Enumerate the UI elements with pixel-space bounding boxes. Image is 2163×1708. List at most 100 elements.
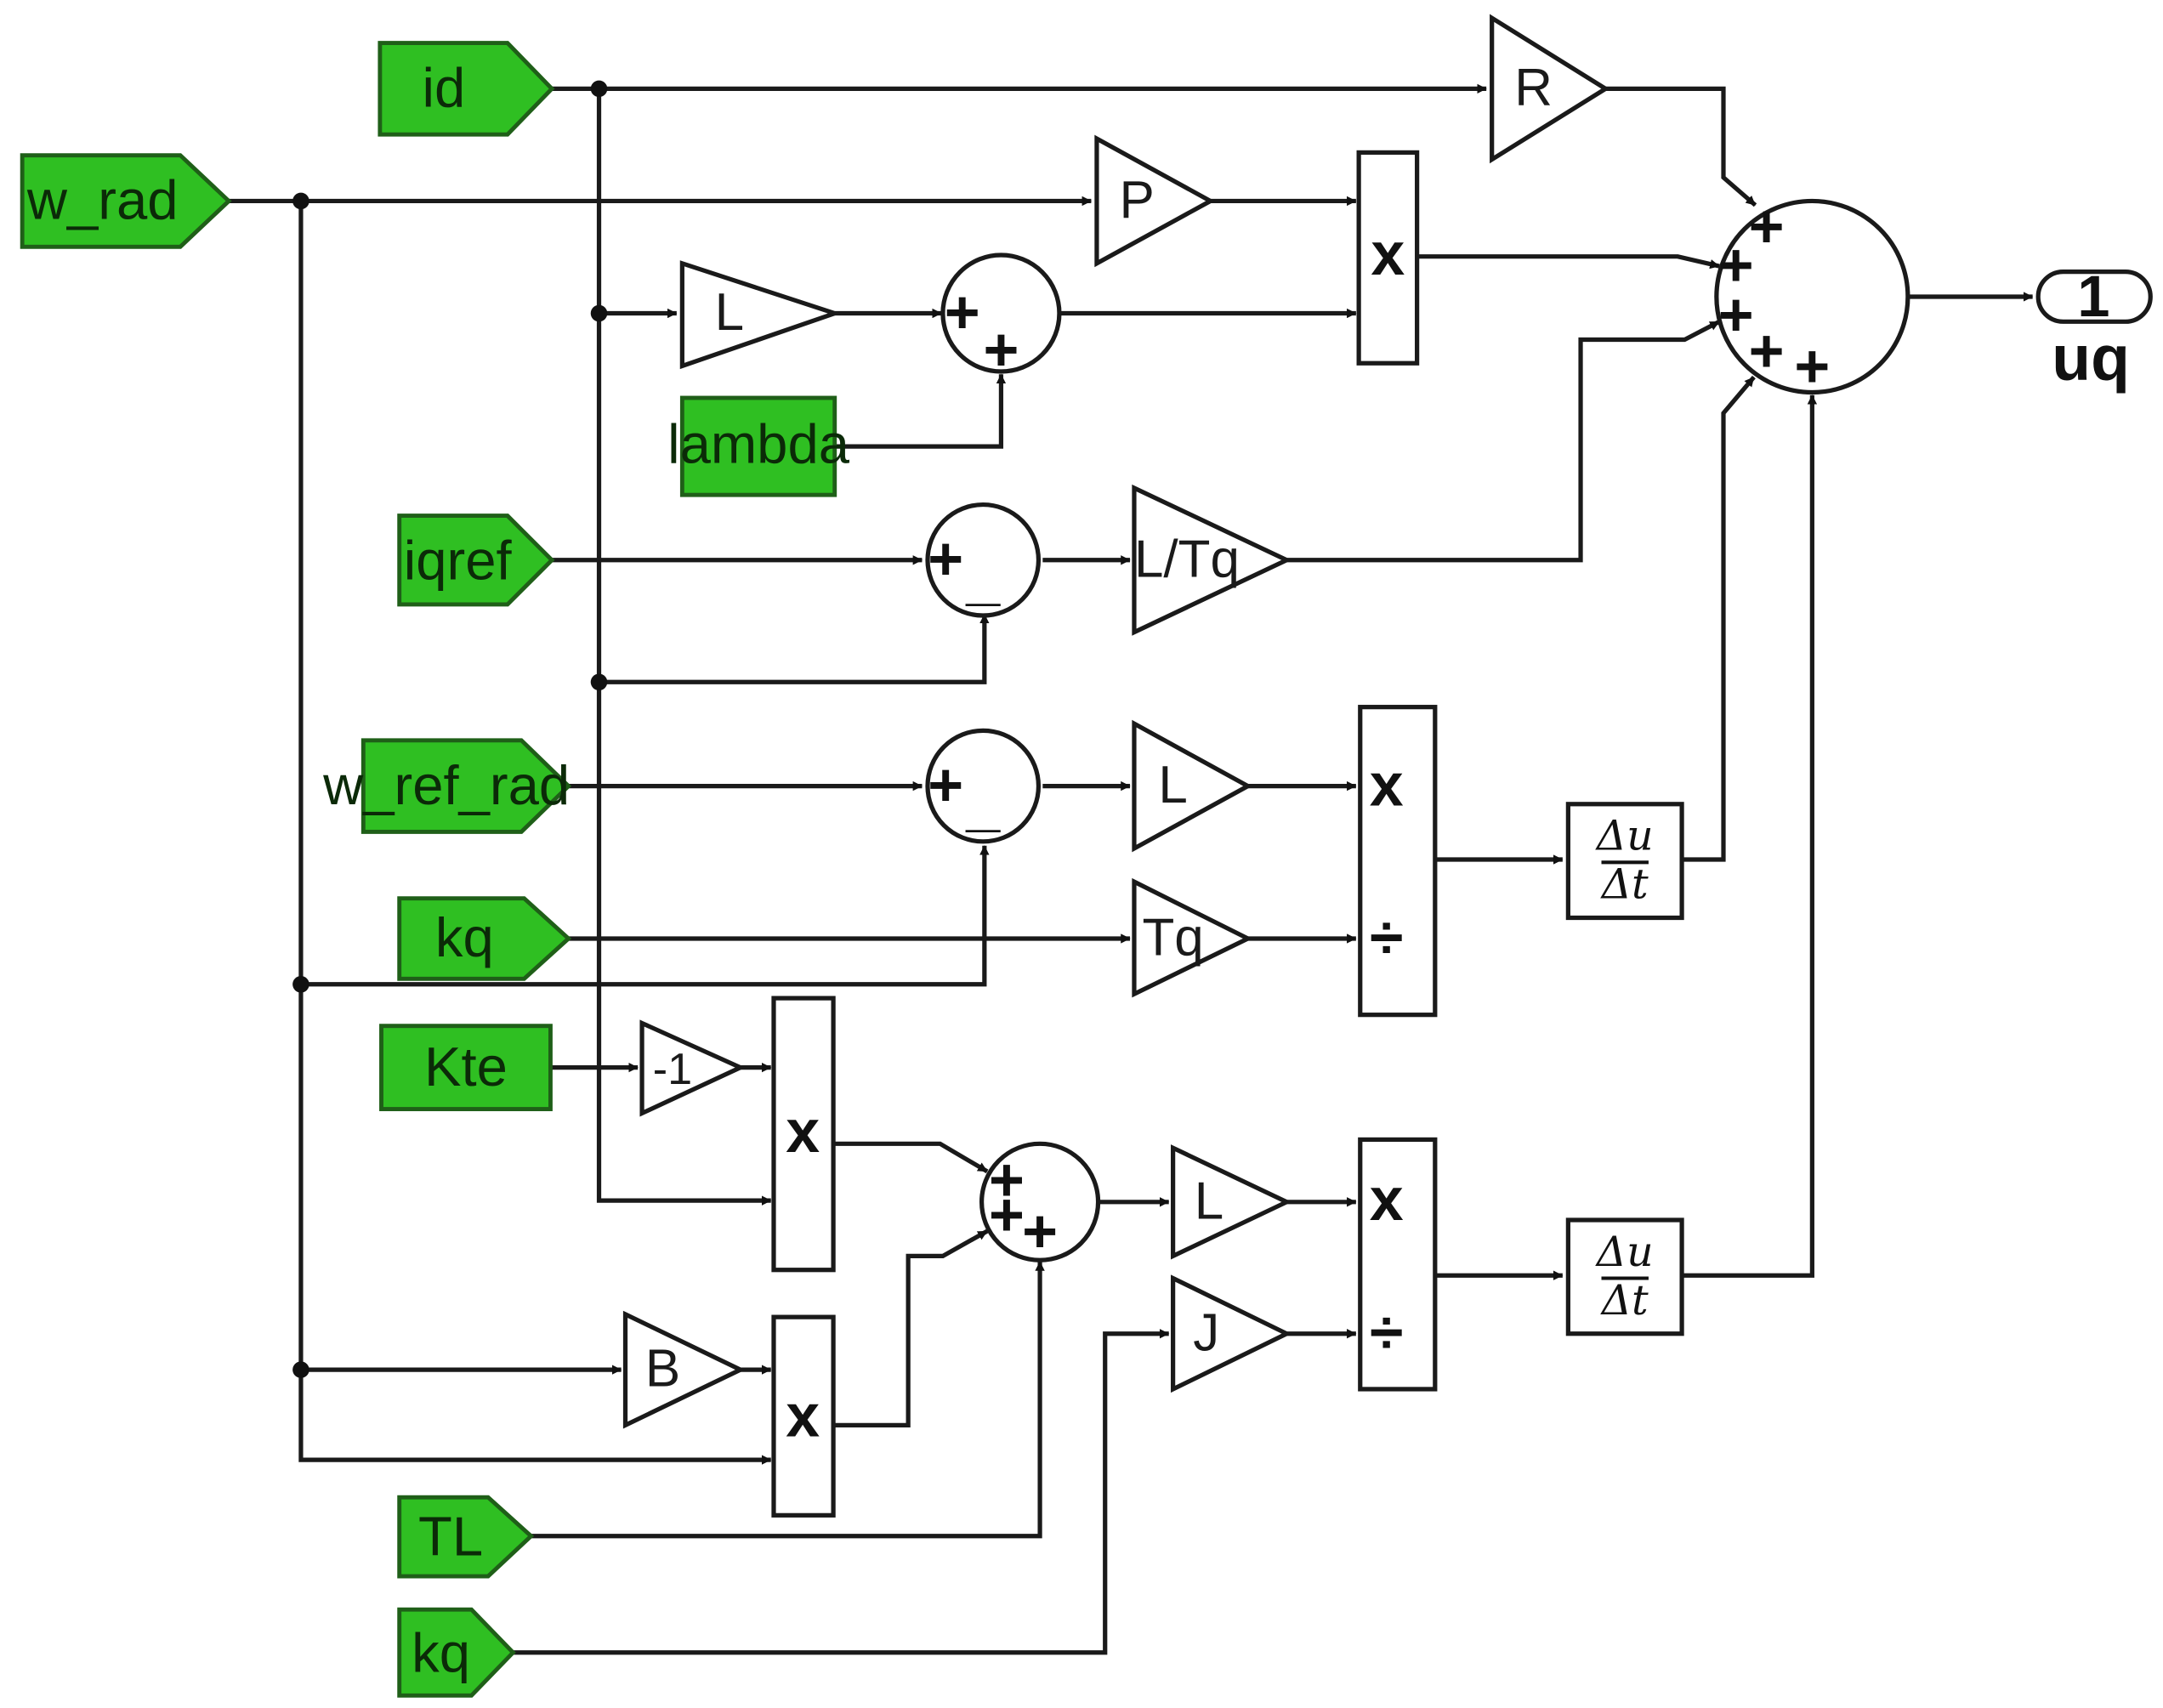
junction-dot (292, 192, 309, 210)
plus-sign: + (945, 278, 980, 346)
input-kq-2-label: kq (412, 1622, 470, 1684)
plus-sign: + (983, 315, 1019, 383)
gain-L-3[interactable]: L (1171, 1144, 1292, 1260)
input-kq-2[interactable]: kq (397, 1607, 516, 1698)
multiply-sign: x (1370, 751, 1404, 819)
wire-id-bus (596, 88, 772, 1206)
wire-deriv1-to-sum (1683, 375, 1756, 862)
input-kq-label: kq (435, 906, 494, 968)
plus-sign: + (928, 525, 963, 593)
gain-neg1[interactable]: -1 (639, 1019, 747, 1117)
product-block-1[interactable]: x (1356, 150, 1420, 366)
input-id[interactable]: id (378, 41, 555, 137)
gain-B-label: B (645, 1340, 680, 1399)
junction-dots (292, 80, 608, 1378)
wire-id-to-sub1 (599, 613, 990, 684)
plus-sign: + (928, 751, 963, 819)
wire-prod4-to-sum2 (834, 1229, 989, 1427)
sum-block-2[interactable]: + + + (979, 1141, 1101, 1266)
gain-L-1[interactable]: L (679, 260, 842, 370)
input-w-ref-rad-label: w_ref_rad (322, 754, 570, 816)
gain-L-1-label: L (715, 283, 744, 342)
minus-sign: _ (965, 770, 1001, 838)
input-w-rad[interactable]: w_rad (20, 153, 232, 249)
gain-L-3-label: L (1195, 1172, 1223, 1230)
derivative-denominator: Δt (1600, 1276, 1649, 1325)
input-TL-label: TL (418, 1506, 483, 1568)
plus-sign: + (1022, 1198, 1058, 1266)
gain-L-2[interactable]: L (1132, 719, 1253, 853)
multiply-sign: x (1371, 220, 1405, 288)
derivative-numerator: Δu (1595, 1228, 1654, 1276)
input-TL[interactable]: TL (397, 1495, 535, 1579)
wire-wrad-bus (298, 201, 772, 1465)
wire-LTq-to-sum (1286, 320, 1721, 563)
input-Kte[interactable]: Kte (379, 1024, 553, 1111)
wire-wrad-to-sub2 (300, 845, 990, 987)
multiply-sign: x (786, 1098, 820, 1166)
subtract-block-2[interactable]: + _ (925, 728, 1042, 844)
derivative-numerator: Δu (1595, 812, 1654, 860)
gain-J-label: J (1193, 1303, 1219, 1362)
derivative-block-2[interactable]: Δu Δt (1565, 1217, 1684, 1336)
gain-J[interactable]: J (1171, 1274, 1292, 1393)
gain-B[interactable]: B (622, 1310, 746, 1429)
input-lambda-label: lambda (667, 413, 850, 475)
product-block-3[interactable]: x (771, 1314, 836, 1518)
output-port-name: uq (2052, 322, 2130, 394)
plus-sign: + (1794, 332, 1830, 400)
wire-prod3-to-sum2 (834, 1141, 989, 1174)
gain-P[interactable]: P (1094, 134, 1216, 268)
wire-prod1-to-sum (1416, 254, 1720, 270)
junction-dot (590, 673, 608, 691)
gain-Tq-label: Tq (1142, 909, 1203, 967)
product-block-2[interactable]: x (771, 996, 836, 1273)
subtract-block-1[interactable]: + _ (925, 502, 1042, 618)
input-w-ref-rad[interactable]: w_ref_rad (322, 738, 572, 834)
multiply-sign: x (786, 1382, 820, 1450)
gain-P-label: P (1120, 171, 1155, 230)
divide-block-1[interactable]: x ÷ (1358, 705, 1438, 1018)
divide-sign: ÷ (1370, 1299, 1403, 1367)
junction-dot (590, 304, 608, 322)
input-w-rad-label: w_rad (26, 169, 179, 231)
gain-L-over-Tq-label: L/Tq (1134, 530, 1240, 588)
divide-sign: ÷ (1370, 904, 1403, 972)
input-iqref-label: iqref (404, 530, 513, 592)
gain-L-over-Tq[interactable]: L/Tq (1132, 484, 1292, 636)
plus-sign: + (1749, 192, 1785, 260)
input-kq[interactable]: kq (397, 896, 572, 981)
derivative-denominator: Δt (1600, 860, 1649, 909)
minus-sign: _ (965, 544, 1001, 612)
plus-sign: + (1718, 231, 1754, 299)
wire-TL-to-sum2 (531, 1261, 1045, 1539)
gain-R-label: R (1514, 59, 1553, 117)
gain-R[interactable]: R (1490, 14, 1610, 164)
gain-L-2-label: L (1158, 756, 1187, 814)
multiply-sign: x (1370, 1166, 1404, 1234)
derivative-block-1[interactable]: Δu Δt (1565, 802, 1684, 921)
wire-deriv2-to-sum (1683, 394, 1818, 1278)
gain-neg1-label: -1 (653, 1045, 692, 1094)
wire-R-to-sum (1605, 86, 1757, 207)
gain-Tq[interactable]: Tq (1132, 877, 1253, 998)
junction-dot (292, 1361, 309, 1378)
output-port-uq[interactable]: 1 uq (2035, 264, 2153, 394)
plus-sign: + (1749, 317, 1785, 385)
input-lambda[interactable]: lambda (667, 395, 850, 497)
plus-sign: + (1718, 281, 1754, 349)
plus-sign: + (989, 1146, 1025, 1214)
output-port-number: 1 (2077, 264, 2109, 329)
wire-kq2-to-J (513, 1329, 1170, 1655)
junction-dot (590, 80, 608, 98)
divide-block-2[interactable]: x ÷ (1358, 1137, 1438, 1392)
wire-lambda-to-sum1 (834, 373, 1007, 449)
sum-block-1[interactable]: + + (940, 253, 1062, 383)
junction-dot (292, 976, 309, 993)
input-Kte-label: Kte (424, 1036, 508, 1098)
plus-sign: + (989, 1181, 1025, 1249)
signal-wires (229, 83, 2034, 1655)
sum-block-main[interactable]: + + + + + (1714, 192, 1910, 400)
input-iqref[interactable]: iqref (397, 514, 555, 607)
